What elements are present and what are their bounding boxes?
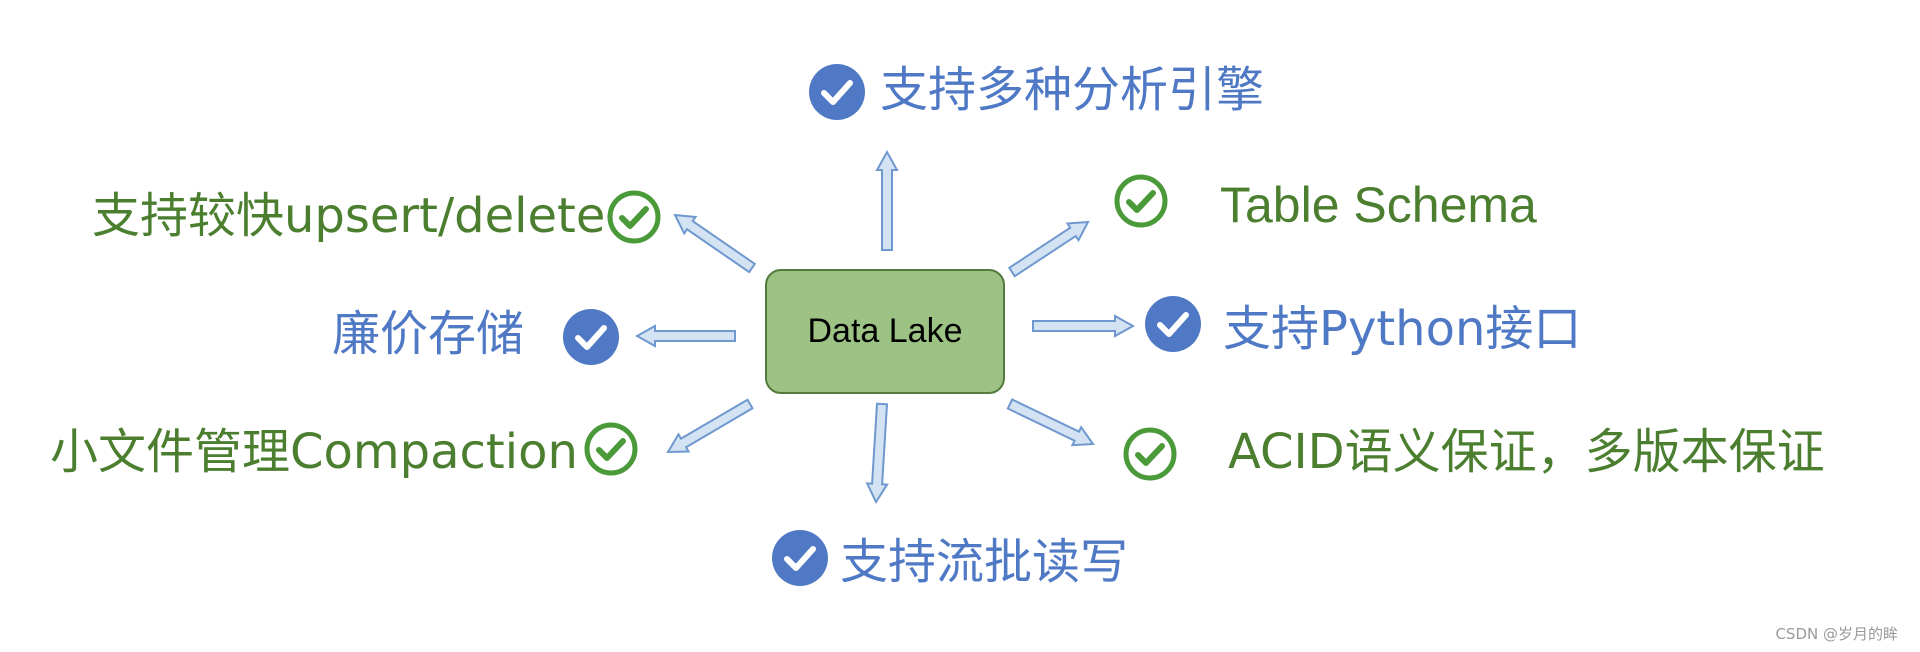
feature-label-python-api: 支持Python接口 [1223, 301, 1582, 357]
arrow-down-left [666, 398, 754, 454]
arrow-up-right [1007, 220, 1090, 278]
check-circle-filled-icon [563, 309, 619, 365]
check-circle-outline-icon [1114, 174, 1168, 228]
feature-label-stream-batch: 支持流批读写 [840, 534, 1129, 590]
data-lake-label: Data Lake [807, 312, 963, 350]
arrow-up [875, 149, 899, 251]
feature-label-cheap-storage: 廉价存储 [332, 306, 525, 362]
arrow-down [865, 402, 889, 505]
check-circle-filled-icon [1145, 296, 1201, 352]
check-circle-filled-icon [772, 530, 828, 586]
check-circle-outline-icon [1123, 427, 1177, 481]
arrow-down-right [1006, 398, 1095, 447]
feature-label-compaction: 小文件管理Compaction [50, 424, 578, 480]
watermark: CSDN @岁月的眸 [1775, 625, 1898, 643]
arrow-left [634, 324, 736, 348]
check-circle-filled-icon [809, 64, 865, 120]
arrow-up-left [673, 213, 757, 274]
data-lake-box: Data Lake [765, 269, 1005, 394]
feature-label-acid: ACID语义保证，多版本保证 [1228, 424, 1825, 480]
check-circle-outline-icon [607, 190, 661, 244]
check-circle-outline-icon [584, 422, 638, 476]
feature-label-upsert-delete: 支持较快upsert/delete [92, 188, 606, 244]
feature-label-multi-engine: 支持多种分析引擎 [880, 62, 1265, 118]
arrow-right [1032, 314, 1136, 338]
feature-label-table-schema: Table Schema [1220, 177, 1537, 233]
